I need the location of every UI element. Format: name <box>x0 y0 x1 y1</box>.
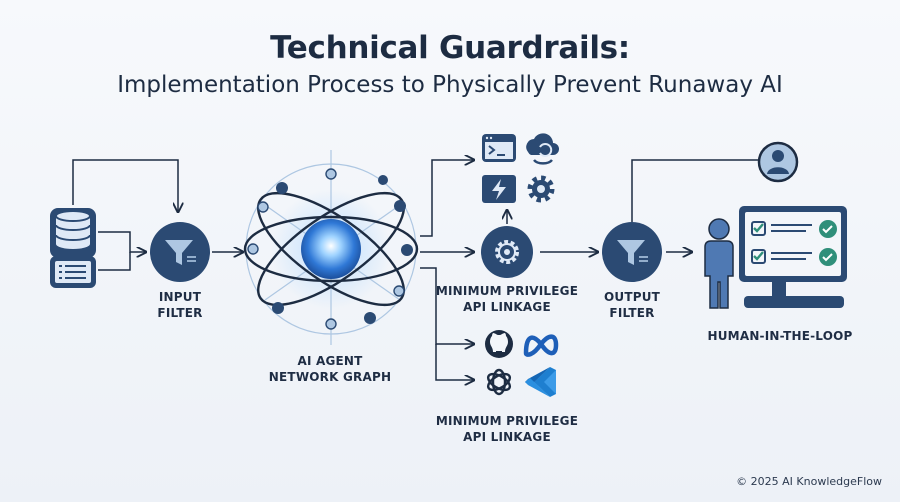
terminal-icon <box>482 134 516 162</box>
openai-icon <box>486 368 512 396</box>
funnel-icon <box>617 240 645 265</box>
ai-agent-label: AI AGENT NETWORK GRAPH <box>268 354 392 384</box>
check-badge-icon <box>819 220 837 266</box>
output-filter-node <box>602 222 662 282</box>
human-reviewer-avatar <box>757 141 799 183</box>
page-subtitle: Implementation Process to Physically Pre… <box>117 72 783 98</box>
cloud-sync-icon <box>526 133 559 165</box>
output-filter-label: OUTPUT FILTER <box>603 290 661 320</box>
document-icon <box>50 256 96 288</box>
api-linkage-bottom-label: MINIMUM PRIVILEGE API LINKAGE <box>435 414 579 444</box>
page-title: Technical Guardrails: <box>270 30 630 66</box>
human-in-the-loop-label: HUMAN-IN-THE-LOOP <box>707 329 853 343</box>
agent-to-bottom-tools-arrow-2 <box>435 344 474 380</box>
person-icon <box>704 218 734 309</box>
funnel-icon <box>165 240 193 265</box>
input-filter-node <box>150 222 210 282</box>
gear-icon <box>527 175 555 203</box>
agent-to-bottom-tools-arrow-1 <box>420 267 474 344</box>
source-to-filter-loop-arrow <box>72 159 178 212</box>
github-icon <box>485 330 513 358</box>
checklist <box>751 221 812 264</box>
api-linkage-top-label: MINIMUM PRIVILEGE API LINKAGE <box>435 284 579 314</box>
api-linkage-hub <box>481 226 533 278</box>
meta-icon <box>523 334 559 357</box>
ai-agent-network-graph <box>243 150 419 345</box>
document-to-filter-arrow <box>98 252 131 271</box>
copyright-notice: © 2025 AI KnowledgeFlow <box>736 475 882 488</box>
connectors <box>72 159 777 380</box>
lightning-box-icon <box>482 175 516 203</box>
agent-to-top-tools-arrow <box>420 160 474 237</box>
database-icon <box>50 208 96 258</box>
database-to-filter-arrow <box>98 231 146 252</box>
vscode-icon <box>525 367 556 397</box>
review-monitor <box>739 206 847 308</box>
input-filter-label: INPUT FILTER <box>157 290 203 320</box>
